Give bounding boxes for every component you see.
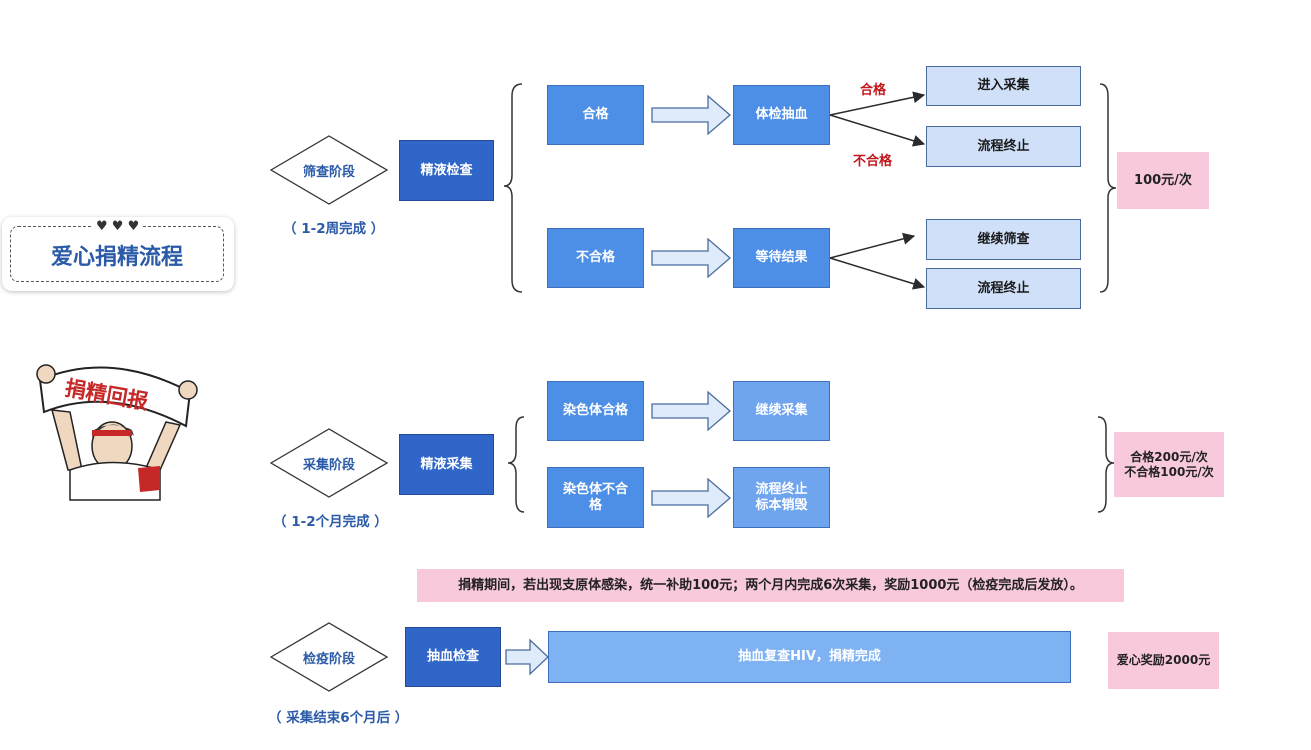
stage1-diamond: 筛查阶段 [302,164,355,180]
arrow-chrom-pass [651,390,731,432]
stage2-reward: 合格200元/次 不合格100元/次 [1114,432,1224,497]
arrow-wait-to-stop [829,257,926,290]
fail-box: 不合格 [547,228,644,288]
arrow-pass-to-physical [651,94,731,136]
stage3-diamond-shape [269,622,389,692]
stage2-caption: （ 1-2个月完成 ） [273,514,388,530]
stage3-diamond: 检疫阶段 [302,651,355,667]
continue-collect-box: 继续采集 [733,381,830,441]
process-stop-box-1: 流程终止 [926,126,1081,167]
stop-destroy-box: 流程终止 标本销毁 [733,467,830,528]
arrow-physical-to-stop [829,114,926,147]
arrow-fail-to-wait [651,237,731,279]
process-stop-box-2: 流程终止 [926,268,1081,309]
stage1-right-brace [1099,83,1117,293]
stage2-diamond: 采集阶段 [302,457,355,473]
stage3-caption: （ 采集结束6个月后 ） [268,710,409,726]
notice-banner: 捐精期间，若出现支原体感染，统一补助100元；两个月内完成6次采集，奖励1000… [417,569,1124,602]
stage1-diamond-shape [269,135,389,205]
hearts-icon: ♥ ♥ ♥ [92,219,144,234]
continue-screen-box: 继续筛查 [926,219,1081,260]
pass-label: 合格 [860,83,887,98]
enter-collection-box: 进入采集 [926,66,1081,106]
stage2-diamond-shape [269,428,389,498]
stage3-reward: 爱心奖励2000元 [1108,632,1219,689]
final-step-box: 抽血复查HIV，捐精完成 [548,631,1071,683]
semen-check-box: 精液检查 [399,140,494,201]
semen-collect-box: 精液采集 [399,434,494,495]
stage1-caption: （ 1-2周完成 ） [283,221,385,237]
physical-exam-box: 体检抽血 [733,85,830,145]
arrow-wait-to-continue [829,232,916,259]
stage2-left-brace [507,416,525,513]
arrow-chrom-fail [651,477,731,519]
arrow-blood-to-final [505,638,549,676]
chrom-fail-box: 染色体不合 格 [547,467,644,528]
wait-result-box: 等待结果 [733,228,830,288]
pass-box: 合格 [547,85,644,145]
chrom-pass-box: 染色体合格 [547,381,644,441]
stage2-right-brace [1097,416,1115,513]
page-title: 爱心捐精流程 [50,245,183,270]
arrow-physical-to-enter [829,91,926,116]
blood-check-box: 抽血检查 [405,627,501,687]
fail-label: 不合格 [853,154,893,169]
stage1-reward: 100元/次 [1117,152,1209,209]
title-card: ♥ ♥ ♥ 爱心捐精流程 [2,217,234,291]
stage1-left-brace [503,83,523,293]
reward-illustration [36,364,198,501]
